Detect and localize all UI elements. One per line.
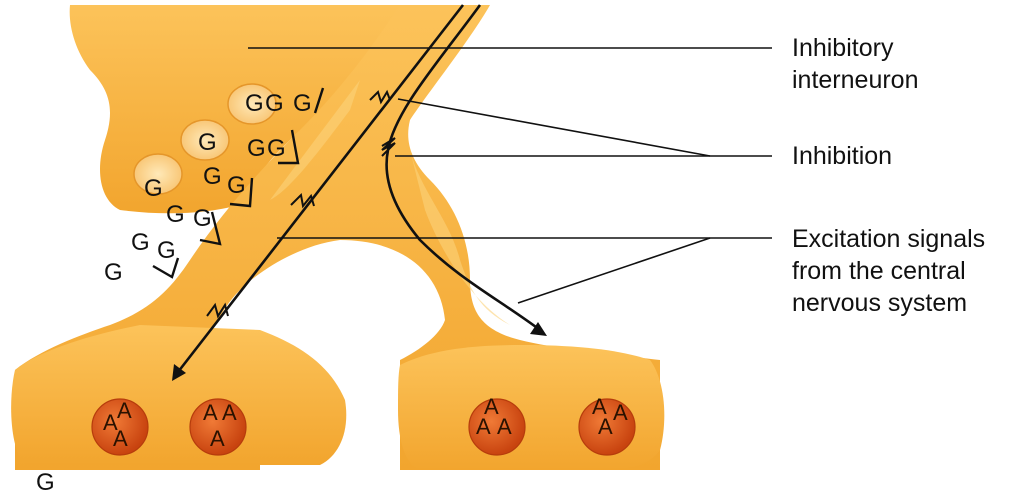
label-excitation-1: Excitation signals (792, 225, 985, 253)
label-excitation-3: nervous system (792, 289, 967, 317)
gaba-label: G (227, 172, 246, 199)
release-pit (227, 83, 277, 125)
release-pits (133, 83, 277, 195)
signal-zigzag-icon (381, 137, 396, 157)
ach-label: A (497, 414, 512, 439)
gaba-label: G (166, 201, 185, 228)
gaba-label: G (267, 135, 286, 162)
leader-line (517, 237, 711, 304)
gaba-label: G (198, 129, 217, 156)
excitation-pathway-left (176, 4, 465, 373)
gaba-label: G (131, 229, 150, 256)
receptor-icon (313, 87, 325, 114)
receptor-icon (229, 177, 254, 208)
receptor-icon (199, 211, 222, 246)
label-excitation-2: from the central (792, 257, 966, 285)
label-inhibition: Inhibition (792, 142, 892, 170)
gaba-molecules: G G G G G G G G G G G G G G (104, 90, 312, 286)
ach-label: A (476, 414, 491, 439)
leader-lines (248, 47, 772, 304)
ach-label: A (117, 398, 132, 423)
gaba-label: G (104, 259, 123, 286)
vesicle: A A A (189, 398, 247, 456)
label-inhibitory-interneuron-2: interneuron (792, 66, 918, 94)
gaba-legend-label: G (36, 469, 55, 496)
ach-label: A (222, 400, 237, 425)
ach-label: A (598, 414, 613, 439)
ach-label: A (484, 394, 499, 419)
signal-zigzag-icon (290, 192, 315, 209)
ach-label: A (592, 394, 607, 419)
signal-zigzag-icon (369, 89, 391, 105)
gaba-label: G (245, 90, 264, 117)
labels: Inhibitory interneuron Inhibition Excita… (36, 34, 985, 496)
gaba-label: G (247, 135, 266, 162)
signal-zigzag-icon (206, 302, 229, 319)
release-pit (133, 153, 183, 195)
excitation-pathway-right (385, 4, 541, 332)
vesicle: A A A (468, 394, 526, 456)
axon-highlight (270, 80, 360, 200)
vesicle: A A A (578, 394, 636, 456)
ach-label: A (203, 400, 218, 425)
gaba-label: G (265, 90, 284, 117)
ach-label: A (210, 426, 225, 451)
leader-line (397, 98, 711, 157)
gaba-label: G (203, 163, 222, 190)
ach-label: A (613, 400, 628, 425)
acetylcholine-vesicles: A A A A A A A A A A A A (91, 394, 636, 456)
label-inhibitory-interneuron-1: Inhibitory (792, 34, 894, 62)
signal-pathways (172, 4, 547, 381)
gaba-receptors (152, 87, 325, 279)
ach-label: A (113, 426, 128, 451)
receptor-icon (152, 257, 180, 279)
release-pit (180, 119, 230, 161)
vesicle: A A A (91, 398, 149, 456)
arrowhead-icon (530, 322, 547, 336)
gaba-label: G (293, 90, 312, 117)
gaba-label: G (193, 205, 212, 232)
gaba-label: G (157, 237, 176, 264)
ach-label: A (103, 410, 118, 435)
gaba-label: G (144, 175, 163, 202)
receptor-icon (278, 129, 300, 165)
arrowhead-icon (172, 364, 186, 381)
